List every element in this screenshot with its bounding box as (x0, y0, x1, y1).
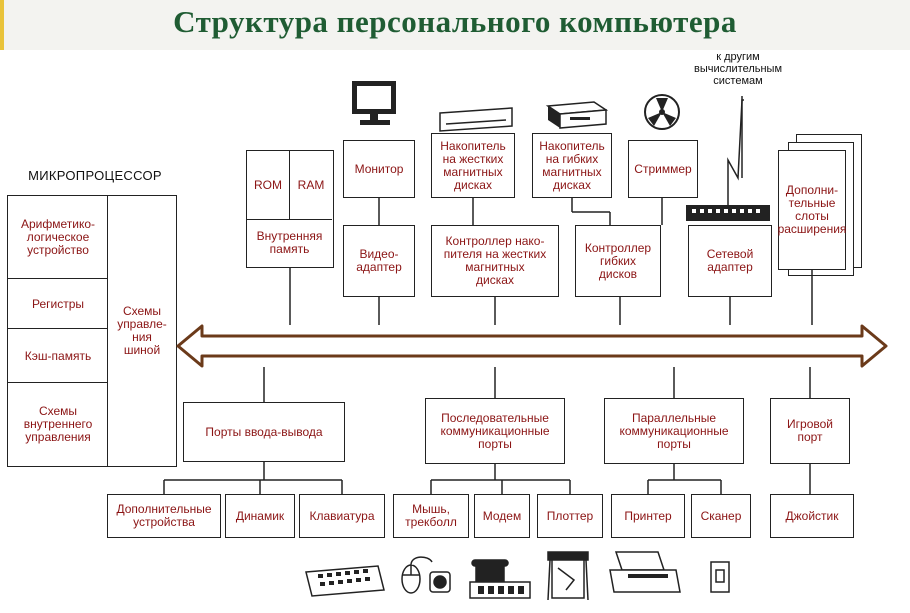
monitor-box: Монитор (343, 140, 415, 198)
joystick-icon (710, 561, 730, 593)
modem-box: Модем (474, 494, 530, 538)
mouse-icon (401, 556, 433, 594)
internal-memory-box: ROM RAM Внутренняя память (246, 150, 334, 268)
bus-control-box: Схемы управле- ния шиной (107, 195, 177, 467)
streamer-reel-icon (644, 94, 680, 130)
trackball-icon (429, 571, 451, 593)
phone-modem-icon (469, 559, 531, 599)
plotter-icon (547, 551, 589, 601)
hdd-controller-box: Контроллер нако- пителя на жестких магни… (431, 225, 559, 297)
speaker-box: Динамик (225, 494, 295, 538)
serial-ports-box: Последовательные коммуникационные порты (425, 398, 565, 464)
game-port-box: Игровой порт (770, 398, 850, 464)
network-card-icon (686, 205, 770, 221)
video-adapter-box: Видео- адаптер (343, 225, 415, 297)
header-accent (0, 0, 4, 50)
internal-control-box: Схемы внутреннего управления (7, 382, 109, 467)
internal-memory-label: Внутренняя память (256, 229, 323, 256)
microprocessor-title: МИКРОПРОЦЕССОР (28, 168, 162, 183)
plotter-box: Плоттер (537, 494, 603, 538)
registers-box: Регистры (7, 278, 109, 330)
io-ports-box: Порты ввода-вывода (183, 402, 345, 462)
hard-disk-icon (439, 107, 513, 132)
other-systems-label: к другим вычислительным системам (693, 51, 783, 87)
printer-box: Принтер (611, 494, 685, 538)
page-title: Структура персонального компьютера (173, 4, 737, 39)
ram-cell: RAM (290, 151, 332, 220)
scanner-box: Сканер (691, 494, 751, 538)
floppy-drive-icon (545, 101, 609, 129)
parallel-ports-box: Параллельные коммуникационные порты (604, 398, 744, 464)
expansion-slots-box: Дополни- тельные слоты расширения (778, 150, 846, 270)
printer-icon (609, 551, 681, 593)
alu-box: Арифметико- логическое устройство (7, 195, 109, 280)
bus-label: Шины: управляющая, адресная и шина данны… (360, 341, 670, 357)
joystick-box: Джойстик (770, 494, 854, 538)
cache-box: Кэш-память (7, 328, 109, 384)
hdd-box: Накопитель на жестких магнитных дисках (431, 133, 515, 198)
fdd-controller-box: Контроллер гибких дисков (575, 225, 661, 297)
monitor-icon (352, 81, 396, 125)
mouse-box: Мышь, трекболл (393, 494, 469, 538)
streamer-box: Стриммер (628, 140, 698, 198)
header-band (0, 0, 910, 50)
network-adapter-box: Сетевой адаптер (688, 225, 772, 297)
keyboard-icon (305, 565, 385, 597)
fdd-box: Накопитель на гибких магнитных дисках (532, 133, 612, 198)
rom-cell: ROM (247, 151, 290, 220)
additional-devices-box: Дополнительные устройства (107, 494, 221, 538)
keyboard-box: Клавиатура (299, 494, 385, 538)
